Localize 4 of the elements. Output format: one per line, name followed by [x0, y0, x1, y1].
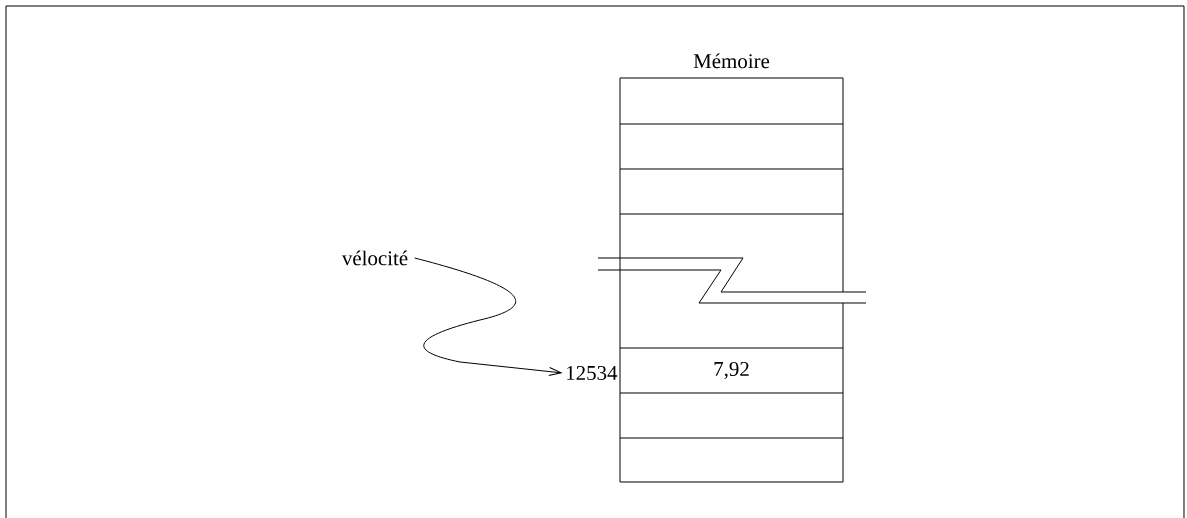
wavy-arrow [414, 257, 562, 376]
address-label: 12534 [567, 365, 618, 380]
variable-name: vélocité [341, 250, 408, 266]
memory-cell: 7,92 [714, 361, 749, 380]
